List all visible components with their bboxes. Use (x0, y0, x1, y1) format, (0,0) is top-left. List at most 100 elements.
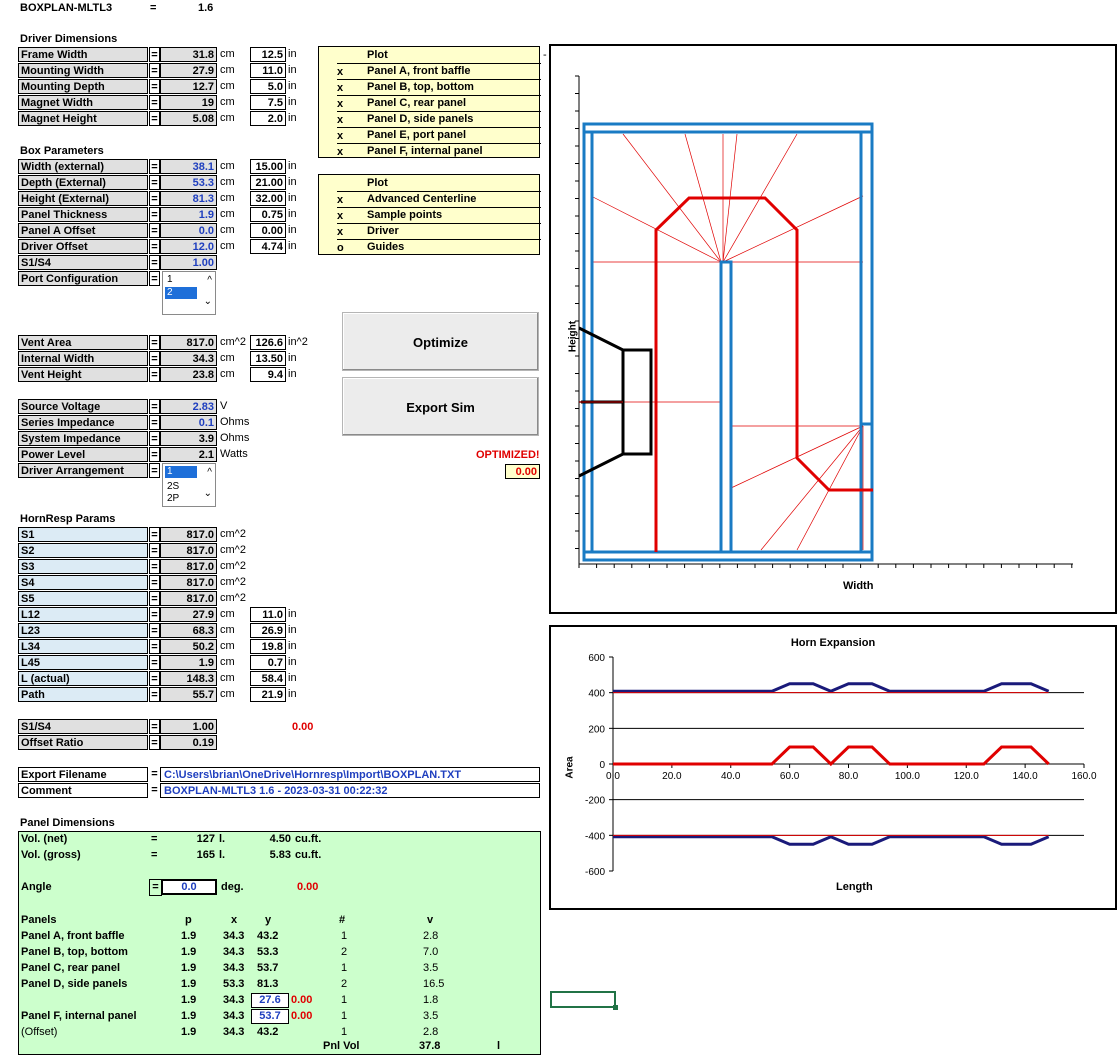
vol-gross-value2: 5.83 (269, 849, 291, 861)
plot-item-mark[interactable]: x (337, 95, 541, 112)
panel-row-y[interactable]: 53.7 (251, 1009, 289, 1024)
y-tick-label: 400 (588, 689, 605, 700)
row-value[interactable]: 2.1 (160, 447, 217, 462)
row-value[interactable]: 31.8 (160, 47, 217, 62)
plot-item-mark[interactable]: o (337, 239, 541, 256)
port-configuration-list[interactable]: 1 2 ^ ⌄ (162, 271, 216, 315)
row-value[interactable]: 68.3 (160, 623, 217, 638)
row-value[interactable]: 5.08 (160, 111, 217, 126)
y-tick-label: -200 (585, 796, 605, 807)
driver-arrangement-list[interactable]: 1 2S 2P ^ ⌄ (162, 463, 216, 507)
row-value[interactable]: 81.3 (160, 191, 217, 206)
row-value[interactable]: 817.0 (160, 575, 217, 590)
panel-row-count: 1 (341, 930, 348, 942)
port-option-2[interactable]: 2 (165, 287, 197, 299)
row-value[interactable]: 23.8 (160, 367, 217, 382)
optimized-value: 0.00 (505, 464, 540, 479)
equals-sign: = (149, 159, 160, 174)
panel-dimensions-table: Vol. (net) = 127 l. 4.50 cu.ft. Vol. (gr… (18, 831, 541, 1055)
vol-gross-label: Vol. (gross) (21, 849, 81, 861)
panel-row-x: 34.3 (223, 962, 245, 974)
header-x: x (231, 914, 238, 926)
port-configuration-label: Port Configuration (18, 271, 148, 286)
arrangement-option-1[interactable]: 1 (165, 466, 197, 478)
version: 1.6 (198, 2, 214, 14)
row-label: Frame Width (18, 47, 148, 62)
scroll-up-icon[interactable]: ^ (207, 467, 212, 478)
layout-ylabel: Height (567, 320, 579, 353)
row-inches: 2.0 (250, 111, 286, 126)
row-value[interactable]: 27.9 (160, 607, 217, 622)
row-value[interactable]: 27.9 (160, 63, 217, 78)
optimize-button[interactable]: Optimize (342, 312, 539, 371)
row-value[interactable]: 817.0 (160, 543, 217, 558)
row-value[interactable]: 0.19 (160, 735, 217, 750)
row-value[interactable]: 12.7 (160, 79, 217, 94)
row-inches-unit: in (288, 208, 297, 220)
row-value[interactable]: 817.0 (160, 591, 217, 606)
ratio-extra: 0.00 (292, 721, 314, 733)
row-label: Vent Height (18, 367, 148, 382)
row-value[interactable]: 817.0 (160, 527, 217, 542)
equals-sign: = (149, 639, 160, 654)
panel-row-p: 1.9 (181, 1026, 197, 1038)
row-unit: cm^2 (220, 560, 246, 572)
selected-cell[interactable] (550, 991, 616, 1008)
row-value[interactable]: 1.9 (160, 207, 217, 222)
export-filename-field[interactable]: C:\Users\brian\OneDrive\Hornresp\Import\… (160, 767, 540, 782)
plot-item-mark[interactable]: x (337, 207, 541, 224)
row-value[interactable]: 3.9 (160, 431, 217, 446)
panel-row-p: 1.9 (181, 930, 197, 942)
equals-sign: = (149, 399, 160, 414)
row-value[interactable]: 817.0 (160, 559, 217, 574)
row-inches: 58.4 (250, 671, 286, 686)
row-value[interactable]: 19 (160, 95, 217, 110)
arrangement-option-2s[interactable]: 2S (167, 481, 180, 492)
fill-handle[interactable] (613, 1005, 618, 1010)
row-value[interactable]: 12.0 (160, 239, 217, 254)
vol-gross-unit2: cu.ft. (295, 849, 322, 861)
plot-item-mark[interactable]: x (337, 223, 541, 240)
x-tick-label: 20.0 (662, 771, 682, 782)
plot-item-mark[interactable]: x (337, 127, 541, 144)
export-sim-button[interactable]: Export Sim (342, 377, 539, 436)
row-value[interactable]: 50.2 (160, 639, 217, 654)
port-option-1[interactable]: 1 (167, 274, 173, 285)
row-value[interactable]: 0.0 (160, 223, 217, 238)
app-name: BOXPLAN-MLTL3 (20, 2, 113, 14)
row-inches: 0.7 (250, 655, 286, 670)
row-label: S1 (18, 527, 148, 542)
row-value[interactable]: 2.83 (160, 399, 217, 414)
row-inches-unit: in (288, 640, 297, 652)
plot-item-mark[interactable]: x (337, 191, 541, 208)
row-value[interactable]: 55.7 (160, 687, 217, 702)
row-unit: cm (220, 208, 235, 220)
row-value[interactable]: 38.1 (160, 159, 217, 174)
scroll-up-icon[interactable]: ^ (207, 275, 212, 286)
plot-item-mark[interactable]: x (337, 79, 541, 96)
plot-item-mark[interactable]: x (337, 143, 541, 160)
row-unit: V (220, 400, 228, 412)
angle-input[interactable]: 0.0 (161, 879, 217, 895)
row-value[interactable]: 53.3 (160, 175, 217, 190)
row-value[interactable]: 1.9 (160, 655, 217, 670)
panel-row-v: 3.5 (423, 962, 439, 974)
row-unit: cm^2 (220, 336, 246, 348)
arrangement-option-2p[interactable]: 2P (167, 493, 180, 504)
row-value[interactable]: 1.00 (160, 719, 217, 734)
scroll-down-icon[interactable]: ⌄ (203, 488, 212, 499)
scroll-down-icon[interactable]: ⌄ (203, 296, 212, 307)
row-value[interactable]: 34.3 (160, 351, 217, 366)
plot-item-mark[interactable]: x (337, 63, 541, 80)
row-value[interactable]: 1.00 (160, 255, 217, 270)
plot-item-mark[interactable]: x (337, 111, 541, 128)
row-value[interactable]: 817.0 (160, 335, 217, 350)
row-label: L23 (18, 623, 148, 638)
panels-header: Panels (21, 914, 57, 926)
row-value[interactable]: 148.3 (160, 671, 217, 686)
panel-row-y[interactable]: 27.6 (251, 993, 289, 1008)
row-value[interactable]: 0.1 (160, 415, 217, 430)
comment-field[interactable]: BOXPLAN-MLTL3 1.6 - 2023-03-31 00:22:32 (160, 783, 540, 798)
row-inches-unit: in (288, 656, 297, 668)
